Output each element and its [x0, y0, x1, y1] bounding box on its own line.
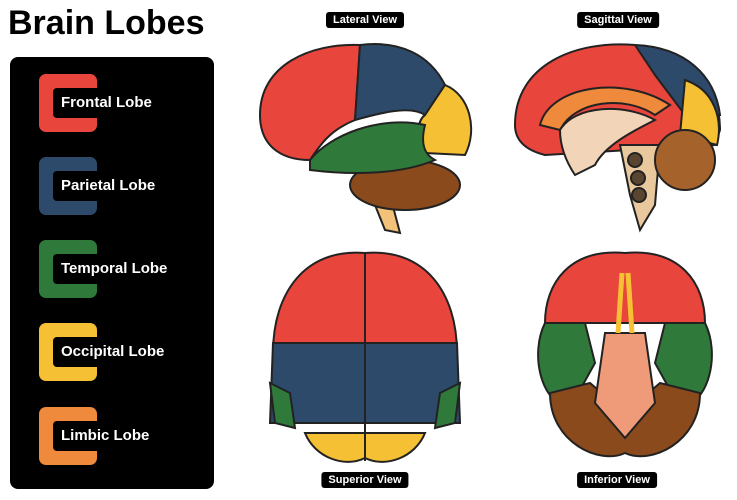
- superior-brain-illustration: [268, 251, 462, 463]
- legend-item-temporal: Temporal Lobe: [39, 240, 219, 298]
- legend-item-frontal: Frontal Lobe: [39, 74, 219, 132]
- page-title: Brain Lobes: [8, 4, 205, 42]
- lateral-view-label: Lateral View: [326, 12, 404, 28]
- legend-item-occipital: Occipital Lobe: [39, 323, 219, 381]
- legend-label: Occipital Lobe: [61, 343, 165, 360]
- sagittal-view-label: Sagittal View: [577, 12, 659, 28]
- limbic-swatch: [39, 407, 97, 465]
- legend-label: Temporal Lobe: [61, 260, 168, 277]
- frontal-swatch: [39, 74, 97, 132]
- occipital-swatch: [39, 323, 97, 381]
- sagittal-brain-illustration: [513, 43, 722, 233]
- legend-label: Limbic Lobe: [61, 427, 150, 444]
- inferior-view-label: Inferior View: [577, 472, 657, 488]
- superior-view-label: Superior View: [321, 472, 409, 488]
- inferior-brain-illustration: [537, 251, 713, 458]
- temporal-swatch: [39, 240, 97, 298]
- legend-panel: Frontal Lobe Parietal Lobe Temporal Lobe…: [10, 57, 214, 489]
- legend-item-limbic: Limbic Lobe: [39, 407, 219, 465]
- parietal-swatch: [39, 157, 97, 215]
- lateral-brain-illustration: [258, 43, 473, 235]
- legend-item-parietal: Parietal Lobe: [39, 157, 219, 215]
- legend-label: Parietal Lobe: [61, 177, 156, 194]
- legend-label: Frontal Lobe: [61, 94, 152, 111]
